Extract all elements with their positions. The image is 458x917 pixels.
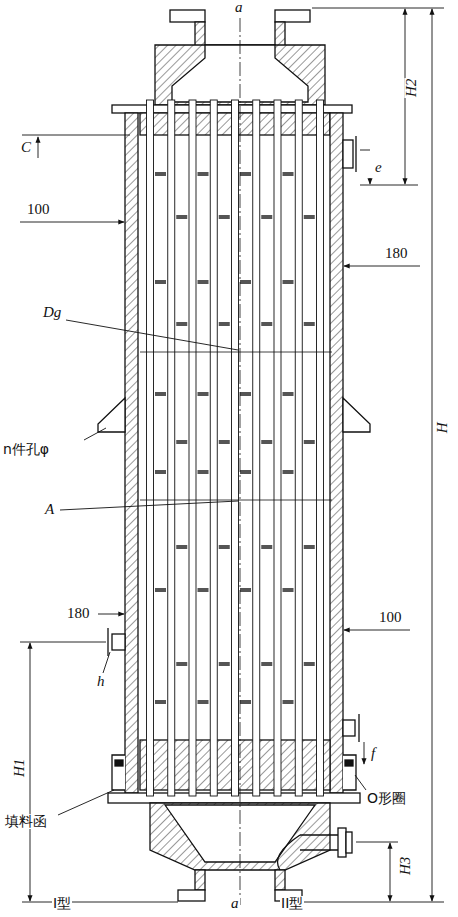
baffle (219, 662, 230, 666)
baffle (219, 215, 230, 219)
dimension-label: a (230, 896, 240, 912)
dimension-label: A (44, 502, 55, 518)
baffle (198, 280, 209, 284)
tube (147, 100, 154, 796)
tube (274, 100, 281, 796)
baffle (219, 322, 230, 326)
baffle (283, 700, 294, 704)
baffle (283, 280, 294, 284)
baffle (304, 215, 315, 219)
dimension-label: 180 (384, 246, 409, 262)
baffle (261, 545, 272, 549)
baffle (219, 440, 230, 444)
part-name: n件孔φ (2, 442, 50, 457)
baffle (155, 470, 166, 474)
baffle (176, 440, 187, 444)
baffle (261, 215, 272, 219)
baffle (198, 470, 209, 474)
baffle (176, 545, 187, 549)
baffle (261, 440, 272, 444)
baffle (240, 280, 251, 284)
part-name: I型 (52, 896, 72, 911)
baffle (283, 588, 294, 592)
baffle (240, 700, 251, 704)
dimension-label: 100 (26, 202, 51, 218)
baffle (261, 662, 272, 666)
baffle (283, 172, 294, 176)
dimension-label: f (370, 746, 376, 762)
dimension-label: a (234, 0, 244, 16)
dimension-label: H1 (12, 758, 28, 778)
baffle (304, 440, 315, 444)
dimension-label: H3 (398, 856, 414, 876)
dimension-label: Dg (42, 305, 62, 321)
baffle (304, 545, 315, 549)
baffle (176, 215, 187, 219)
dimension-lines (20, 8, 444, 902)
baffle (240, 392, 251, 396)
baffle (219, 545, 230, 549)
baffle (304, 662, 315, 666)
tube (295, 100, 302, 796)
dimension-label: H2 (404, 78, 420, 98)
baffle (198, 700, 209, 704)
dimension-label: e (374, 160, 383, 176)
tube (253, 100, 260, 796)
center-lines (140, 18, 332, 905)
baffle (155, 700, 166, 704)
body (98, 10, 370, 901)
baffle (176, 322, 187, 326)
baffle (155, 172, 166, 176)
dimension-label: C (20, 140, 32, 156)
baffle (155, 280, 166, 284)
tube (168, 100, 175, 796)
tube (189, 100, 196, 796)
tube-bundle (147, 100, 324, 796)
part-name: O形圈 (366, 791, 407, 806)
tube (317, 100, 324, 796)
dimension-label: 100 (378, 610, 403, 626)
baffle (198, 392, 209, 396)
baffle (283, 392, 294, 396)
baffle (261, 322, 272, 326)
baffle (155, 392, 166, 396)
baffle (198, 588, 209, 592)
baffle (240, 470, 251, 474)
baffle (240, 172, 251, 176)
dimension-label: 180 (66, 606, 91, 622)
dimension-label: H (435, 421, 451, 434)
baffle (304, 322, 315, 326)
part-name: 填料函 (4, 814, 48, 829)
baffle (155, 588, 166, 592)
part-name: II型 (280, 896, 304, 911)
dimension-label: h (96, 674, 106, 690)
baffle (198, 172, 209, 176)
tube (232, 100, 239, 796)
tube (210, 100, 217, 796)
baffle (283, 470, 294, 474)
baffle (240, 588, 251, 592)
baffle (176, 662, 187, 666)
